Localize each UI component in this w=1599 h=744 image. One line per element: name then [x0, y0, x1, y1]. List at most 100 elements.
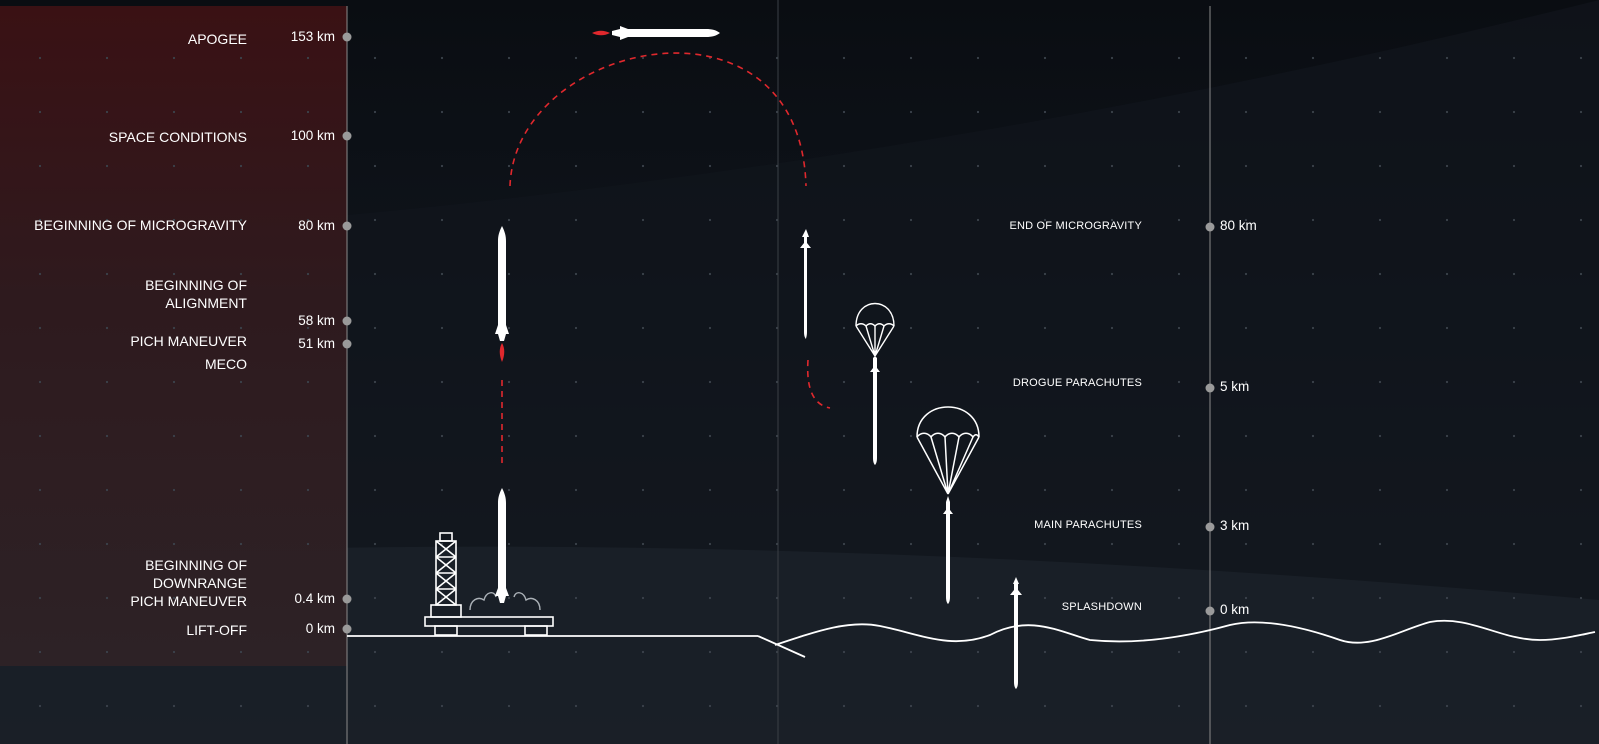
- grid-dot: [1579, 218, 1583, 222]
- grid-dot: [574, 542, 578, 546]
- grid-dot: [1512, 650, 1516, 654]
- marker-alignment: [342, 316, 352, 326]
- label-apogee: APOGEE: [187, 31, 247, 47]
- grid-dot: [38, 650, 42, 654]
- grid-dot: [842, 380, 846, 384]
- grid-dot: [574, 56, 578, 60]
- grid-dot: [239, 542, 243, 546]
- grid-dot: [172, 110, 176, 114]
- altitude-lift-off: 0 km: [305, 621, 335, 636]
- grid-dot: [1378, 218, 1382, 222]
- ocean-wave: [774, 619, 1596, 646]
- grid-dot: [1512, 326, 1516, 330]
- grid-dot: [440, 596, 444, 600]
- left-altitude-panel: [0, 6, 347, 666]
- grid-dot: [1512, 218, 1516, 222]
- grid-dot: [1311, 110, 1315, 114]
- label-meco: MECO: [205, 356, 247, 372]
- grid-dot: [641, 596, 645, 600]
- grid-dot: [1043, 218, 1047, 222]
- grid-dot: [105, 218, 109, 222]
- grid-dot: [239, 218, 243, 222]
- grid-dot: [1378, 650, 1382, 654]
- grid-dot: [1445, 488, 1449, 492]
- grid-dot: [641, 326, 645, 330]
- grid-dot: [842, 542, 846, 546]
- grid-dot: [909, 164, 913, 168]
- grid-dot: [574, 434, 578, 438]
- grid-dot: [1110, 326, 1114, 330]
- grid-dot: [1177, 164, 1181, 168]
- grid-dot: [172, 596, 176, 600]
- grid-dot: [507, 650, 511, 654]
- grid-dot: [641, 56, 645, 60]
- grid-dot: [1445, 434, 1449, 438]
- grid-dot: [172, 56, 176, 60]
- pad-platform: [424, 616, 554, 627]
- grid-dot: [1177, 272, 1181, 276]
- payload-splashdown: [1010, 577, 1022, 689]
- grid-dot: [440, 56, 444, 60]
- grid-dot: [1445, 56, 1449, 60]
- grid-dot: [1311, 56, 1315, 60]
- shore-line: [757, 635, 806, 658]
- grid-dot: [306, 650, 310, 654]
- grid-dot: [976, 704, 980, 708]
- grid-dot: [1311, 380, 1315, 384]
- grid-dot: [1043, 704, 1047, 708]
- grid-dot: [1244, 596, 1248, 600]
- grid-dot: [1311, 164, 1315, 168]
- grid-dot: [1311, 542, 1315, 546]
- grid-dot: [507, 56, 511, 60]
- grid-dot: [1110, 164, 1114, 168]
- grid-dot: [507, 434, 511, 438]
- grid-dot: [306, 56, 310, 60]
- grid-dot: [440, 650, 444, 654]
- label-microgravity-end: END OF MICROGRAVITY: [1009, 220, 1142, 232]
- grid-dot: [306, 164, 310, 168]
- grid-dot: [842, 272, 846, 276]
- grid-dot: [1579, 542, 1583, 546]
- altitude-drogue-parachutes: 5 km: [1220, 379, 1250, 394]
- main-dome: [916, 406, 980, 438]
- grid-dot: [1311, 488, 1315, 492]
- grid-dot: [440, 326, 444, 330]
- grid-dot: [1311, 596, 1315, 600]
- grid-dot: [641, 650, 645, 654]
- grid-dot: [1110, 218, 1114, 222]
- grid-dot: [38, 218, 42, 222]
- grid-dot: [1244, 56, 1248, 60]
- grid-dot: [239, 596, 243, 600]
- grid-dot: [172, 272, 176, 276]
- grid-dot: [440, 704, 444, 708]
- grid-dot: [1043, 650, 1047, 654]
- altitude-splashdown: 0 km: [1220, 602, 1250, 617]
- grid-dot: [1244, 434, 1248, 438]
- grid-dot: [976, 272, 980, 276]
- grid-dot: [239, 164, 243, 168]
- grid-dot: [1244, 218, 1248, 222]
- marker-pich-maneuver: [342, 339, 352, 349]
- right-scale-markers: [1205, 222, 1215, 616]
- grid-dot: [1445, 218, 1449, 222]
- grid-dot: [105, 56, 109, 60]
- grid-dot: [38, 704, 42, 708]
- marker-downrange: [342, 594, 352, 604]
- grid-dot: [306, 272, 310, 276]
- grid-dot: [708, 164, 712, 168]
- grid-dot: [507, 596, 511, 600]
- grid-dot: [440, 380, 444, 384]
- grid-dot: [1512, 272, 1516, 276]
- grid-dot: [1110, 650, 1114, 654]
- trajectory-descent: [806, 359, 831, 409]
- marker-lift-off: [342, 624, 352, 634]
- grid-dot: [1378, 704, 1382, 708]
- grid-dot: [1110, 434, 1114, 438]
- grid-dot: [306, 110, 310, 114]
- grid-dot: [306, 488, 310, 492]
- grid-dot: [1177, 542, 1181, 546]
- grid-dot: [1043, 164, 1047, 168]
- grid-dot: [172, 218, 176, 222]
